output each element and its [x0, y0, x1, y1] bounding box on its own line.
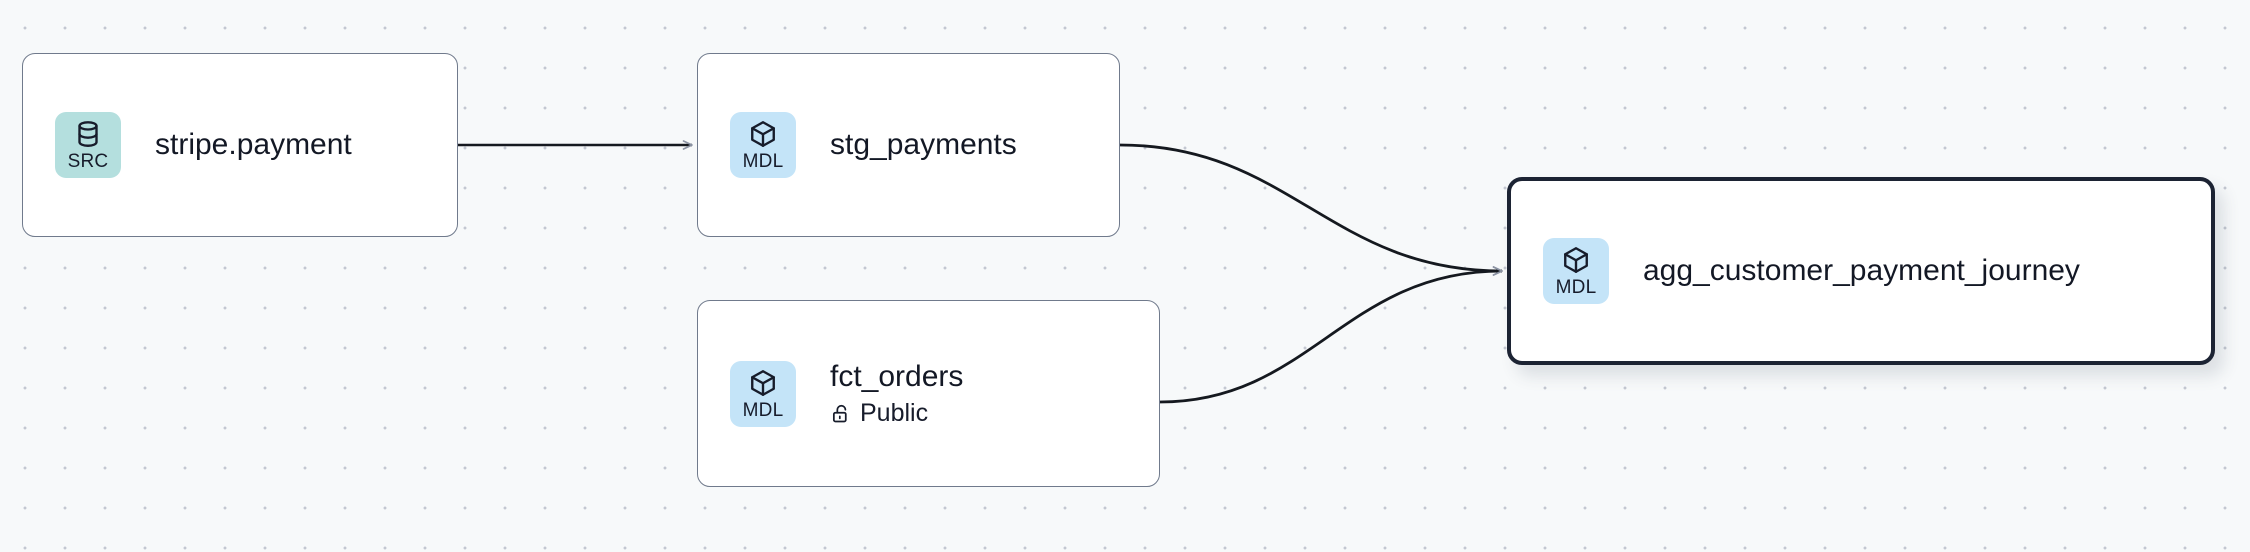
node-visibility-label: Public: [860, 399, 929, 428]
lineage-node-fct-orders[interactable]: MDL fct_orders Public: [697, 300, 1160, 487]
node-body: stripe.payment: [155, 127, 352, 162]
badge-mdl: MDL: [730, 112, 796, 178]
edge-fct-orders-to-agg-customer-payment-journey: [1159, 266, 1503, 404]
badge-label: SRC: [67, 151, 109, 172]
node-body: agg_customer_payment_journey: [1643, 253, 2080, 288]
lineage-node-stg-payments[interactable]: MDL stg_payments: [697, 53, 1120, 237]
badge-label: MDL: [742, 399, 784, 421]
node-title: stg_payments: [830, 128, 1017, 162]
badge-mdl: MDL: [730, 360, 796, 427]
lineage-node-stripe-payment[interactable]: SRC stripe.payment: [22, 53, 458, 237]
node-body: fct_orders Public: [830, 359, 963, 428]
cube-icon: [748, 119, 778, 149]
cube-icon: [1561, 245, 1591, 275]
badge-src: SRC: [55, 112, 121, 178]
unlock-icon: [830, 403, 852, 425]
cube-icon: [748, 368, 778, 398]
node-title: agg_customer_payment_journey: [1643, 254, 2080, 288]
node-title: fct_orders: [830, 360, 964, 394]
lineage-node-agg-customer-payment-journey[interactable]: MDL agg_customer_payment_journey: [1507, 177, 2215, 365]
node-visibility: Public: [830, 400, 963, 428]
node-body: stg_payments: [830, 127, 1017, 162]
database-icon: [73, 119, 103, 149]
node-title: stripe.payment: [155, 128, 352, 162]
edge-stg-payments-to-agg-customer-payment-journey: [1119, 143, 1503, 276]
badge-mdl: MDL: [1543, 238, 1609, 304]
badge-label: MDL: [742, 151, 784, 172]
badge-label: MDL: [1555, 277, 1597, 298]
